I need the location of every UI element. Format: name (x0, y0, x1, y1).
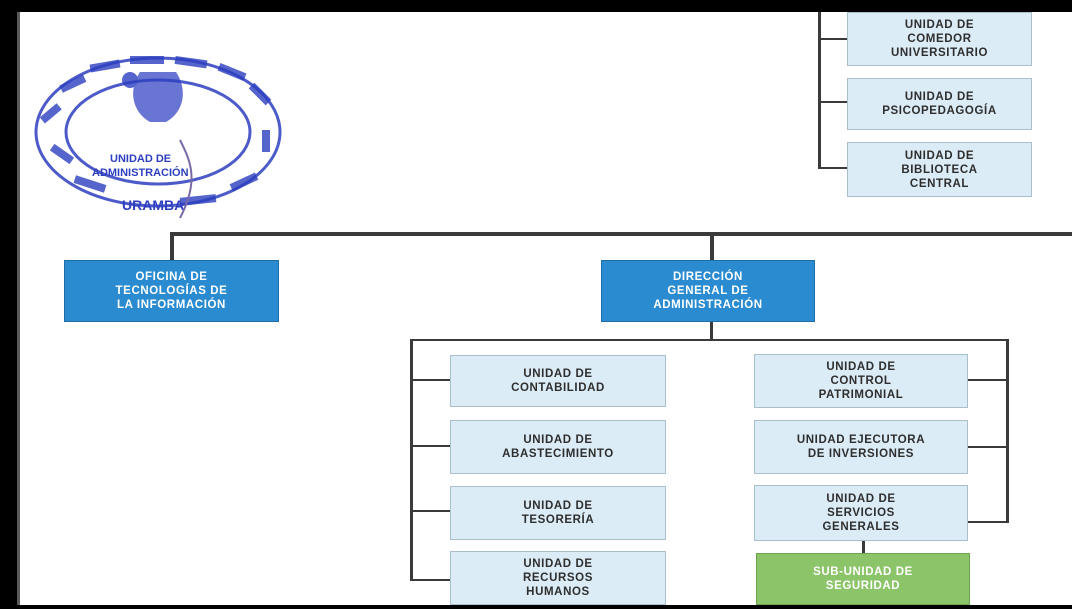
connector-sub-unit (862, 541, 865, 553)
connector-admin-horizontal (410, 339, 1008, 341)
unit-biblioteca-central: UNIDAD DE BIBLIOTECA CENTRAL (847, 142, 1032, 197)
unit-ejecutora-inversiones: UNIDAD EJECUTORA DE INVERSIONES (754, 420, 968, 474)
unit-psicopedagogia: UNIDAD DE PSICOPEDAGOGÍA (847, 78, 1032, 130)
connector-left-stub-2 (410, 445, 450, 447)
unit-comedor-universitario: UNIDAD DE COMEDOR UNIVERSITARIO (847, 12, 1032, 66)
sub-unit-seguridad: SUB-UNIDAD DE SEGURIDAD (756, 553, 970, 605)
seal-center-line1: UNIDAD DE (110, 153, 171, 165)
connector-top-stub-3 (818, 167, 847, 169)
unit-control-patrimonial: UNIDAD DE CONTROL PATRIMONIAL (754, 354, 968, 408)
seal-center-line2: ADMINISTRACIÓN (92, 166, 189, 179)
frame-left-border (0, 0, 17, 609)
unit-contabilidad: UNIDAD DE CONTABILIDAD (450, 355, 666, 407)
connector-left-vertical (410, 339, 413, 581)
frame-bottom-border (0, 605, 1072, 609)
connector-top-stub-1 (818, 38, 847, 40)
connector-tech-drop (170, 232, 174, 260)
connector-left-stub-4 (410, 579, 450, 581)
connector-right-vertical (1006, 339, 1009, 523)
connector-left-stub-1 (410, 379, 450, 381)
connector-top-vertical (818, 12, 821, 169)
connector-left-stub-3 (410, 510, 450, 512)
unit-tesoreria: UNIDAD DE TESORERÍA (450, 486, 666, 540)
unit-servicios-generales: UNIDAD DE SERVICIOS GENERALES (754, 485, 968, 541)
unit-abastecimiento: UNIDAD DE ABASTECIMIENTO (450, 420, 666, 474)
connector-right-stub-1 (968, 379, 1008, 381)
connector-top-stub-2 (818, 101, 847, 103)
frame-top-border (0, 0, 1072, 12)
unit-recursos-humanos: UNIDAD DE RECURSOS HUMANOS (450, 551, 666, 605)
connector-admin-down (710, 322, 713, 340)
office-direccion-administracion: DIRECCIÓN GENERAL DE ADMINISTRACIÓN (601, 260, 815, 322)
seal-stamp: UNIDAD DE ADMINISTRACIÓN URAMBA (34, 55, 282, 219)
connector-admin-drop (710, 232, 714, 260)
seal-bottom-text: URAMBA (122, 197, 184, 213)
connector-main-horizontal (170, 232, 1072, 236)
connector-right-stub-2 (968, 446, 1008, 448)
office-tecnologias-informacion: OFICINA DE TECNOLOGÍAS DE LA INFORMACIÓN (64, 260, 279, 322)
frame-inner-border (17, 12, 20, 609)
connector-right-stub-3 (968, 521, 1008, 523)
